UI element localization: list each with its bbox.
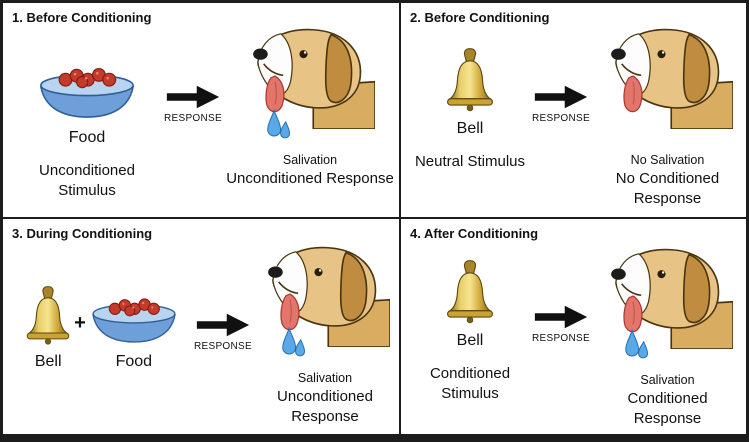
stimulus-type-label: Conditioned Stimulus (429, 364, 511, 402)
stimulus-column: Bell + Food (13, 219, 191, 435)
bell-icon (444, 47, 496, 116)
stimulus-column: Bell Neutral Stimulus (411, 3, 529, 217)
response-column: No Salivation No Conditioned Response (593, 3, 742, 217)
response-column: Salivation Conditioned Response (593, 219, 742, 435)
response-label: No Salivation (630, 153, 705, 167)
stimulus-item-food: Food (88, 294, 180, 371)
dog-image (603, 15, 733, 129)
stimulus-type-label: Neutral Stimulus (414, 153, 526, 170)
stimulus-item-bell: Bell (24, 285, 72, 371)
stimulus-label: Food (115, 352, 153, 370)
response-arrow: RESPONSE (191, 219, 255, 435)
stimulus-label: Bell (456, 331, 484, 349)
stimulus-column: Bell Conditioned Stimulus (411, 219, 529, 435)
panel-content: Food Unconditioned Stimulus RESPONSE Sal… (3, 3, 399, 217)
panel-3-during-conditioning: 3. During Conditioning Bell + Food (3, 218, 401, 435)
response-type-label: Unconditioned Response (277, 387, 373, 425)
response-label: Salivation (282, 153, 338, 167)
stimulus-label: Bell (34, 352, 62, 370)
panel-1-before-conditioning: 1. Before Conditioning Food Unconditione… (3, 3, 401, 219)
response-arrow: RESPONSE (161, 3, 225, 217)
stimulus-type-label: Unconditioned Stimulus (39, 162, 135, 200)
response-column: Salivation Unconditioned Response (255, 219, 395, 435)
arrow-icon (533, 83, 589, 111)
food-bowl-icon (35, 63, 139, 125)
panel-title: 4. After Conditioning (410, 225, 539, 241)
panel-title: 1. Before Conditioning (12, 10, 152, 25)
panel-4-after-conditioning: 4. After Conditioning Bell Conditioned S… (401, 218, 746, 435)
bell-icon (444, 259, 496, 328)
arrow-label: RESPONSE (532, 332, 590, 344)
panel-title: 2. Before Conditioning (410, 10, 550, 25)
arrow-icon (195, 311, 251, 339)
saliva-drops-icon (280, 327, 306, 363)
saliva-drops-icon (265, 109, 291, 145)
dog-icon (603, 15, 733, 129)
response-column: Salivation Unconditioned Response (225, 3, 395, 217)
response-type-label: Unconditioned Response (226, 170, 394, 187)
arrow-icon (165, 83, 221, 111)
plus-sign: + (74, 311, 86, 334)
panel-title: 3. During Conditioning (12, 225, 153, 241)
panel-content: Bell + Food RESPONSE Salivatio (3, 219, 399, 435)
arrow-label: RESPONSE (194, 340, 252, 352)
response-arrow: RESPONSE (529, 3, 593, 217)
response-type-label: No Conditioned Response (615, 170, 720, 208)
response-label: Salivation (297, 370, 353, 385)
arrow-icon (533, 303, 589, 331)
arrow-label: RESPONSE (164, 113, 222, 124)
bell-icon (24, 285, 72, 349)
arrow-label: RESPONSE (532, 113, 590, 124)
dog-image (245, 15, 375, 129)
panel-content: Bell Neutral Stimulus RESPONSE No Saliva… (401, 3, 746, 217)
saliva-drops-icon (623, 329, 649, 365)
panel-content: Bell Conditioned Stimulus RESPONSE Saliv… (401, 219, 746, 435)
food-bowl-icon (88, 294, 180, 349)
response-arrow: RESPONSE (529, 219, 593, 435)
panel-2-before-conditioning: 2. Before Conditioning Bell Neutral Stim… (401, 3, 746, 219)
stimulus-label: Food (68, 129, 106, 146)
dog-image (260, 233, 390, 347)
response-label: Salivation (640, 372, 695, 387)
response-type-label: Conditioned Response (627, 389, 708, 427)
stimulus-pair: Bell + Food (24, 285, 180, 371)
stimulus-label: Bell (456, 120, 484, 137)
stimulus-column: Food Unconditioned Stimulus (13, 3, 161, 217)
dog-image (603, 235, 733, 349)
